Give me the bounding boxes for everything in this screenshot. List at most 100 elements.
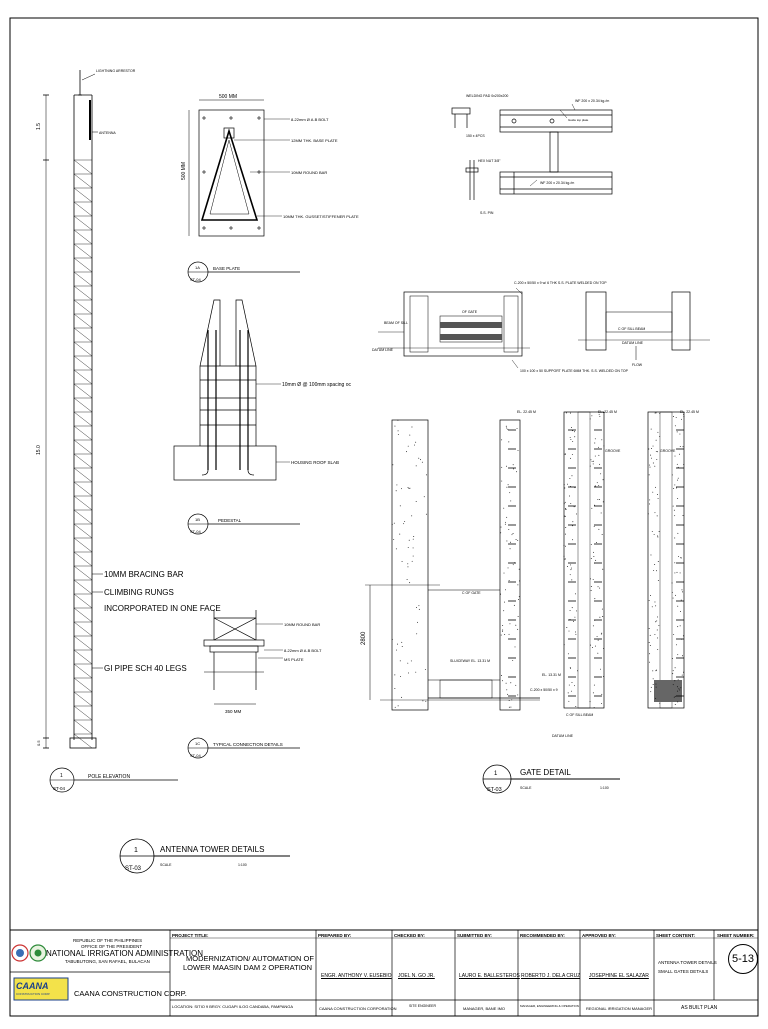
callout-lightning: LIGHTNING ARRESTOR: [96, 69, 136, 73]
callout-bp-1: 12MM THK. BASE PLATE: [291, 138, 338, 143]
prepared-label: PREPARED BY:: [318, 933, 352, 938]
svg-text:1A: 1A: [195, 265, 200, 270]
title-connection: TYPICAL CONNECTION DETAILS: [213, 742, 283, 747]
title-block-grid: [10, 930, 758, 1016]
svg-text:ST-03: ST-03: [487, 787, 502, 793]
project-location: LOCATION: SITIO 9 BRGY. CUGAPI ILOG CAND…: [172, 1004, 294, 1009]
tag-pedestal: 1B ST-04 PEDESTAL: [187, 513, 300, 535]
callout-gp-1: BEAM OF SILL: [384, 321, 408, 325]
svg-text:1:100: 1:100: [238, 863, 247, 867]
gate-section-middle: [563, 411, 605, 709]
svg-text:ST-04: ST-04: [53, 786, 66, 791]
project-title-label: PROJECT TITLE:: [172, 933, 209, 938]
dim-connection: 350 MM: [225, 709, 242, 714]
agency-line-2: OFFICE OF THE PRESIDENT: [81, 944, 143, 949]
callout-bp-0: 8-22mm Ø A.B BOLT: [291, 117, 329, 122]
prepared-role: CAANA CONSTRUCTION CORPORATION: [319, 1006, 397, 1011]
callout-gp2-0: C OF SILL BEAM: [618, 327, 645, 331]
callout-gs-5: C OF SILL BEAM: [566, 713, 593, 717]
callout-gm-0: WELDING PAD 0x200x200: [466, 94, 508, 98]
checked-label: CHECKED BY:: [394, 933, 425, 938]
callout-gp-2: DATUM LINE: [372, 348, 394, 352]
concrete-stipple: [391, 412, 685, 709]
agency-line-3: NATIONAL IRRIGATION ADMINISTRATION: [46, 949, 204, 958]
callout-gs-7: EL. 22.45 M: [598, 410, 617, 414]
gate-plan-1: [378, 287, 530, 369]
dim-base-plate-h: 500 MM: [219, 94, 237, 100]
project-title-2: LOWER MAASIN DAM 2 OPERATION: [183, 965, 313, 971]
checked-name: JOEL N. GO JR.: [398, 973, 435, 979]
title-antenna-tower-details: ANTENNA TOWER DETAILS: [160, 845, 264, 854]
svg-text:1B: 1B: [195, 517, 200, 522]
submitted-role: MANAGER, BANE IMO: [463, 1006, 506, 1011]
gate-misc-detail: [451, 103, 613, 200]
recommended-name: ROBERTO J. DELA CRUZ: [521, 973, 581, 979]
sheet-content-label: SHEET CONTENT:: [656, 933, 696, 938]
callout-gp2-2: FLOW: [632, 363, 643, 367]
callout-gm-6: S.S. PIN: [480, 211, 494, 215]
callout-gm-1: WF 200 x 20.34 kg./m: [575, 99, 609, 103]
svg-text:1:100: 1:100: [600, 786, 609, 790]
recommended-role: MANAGER, ENGINEERING & OPERATION: [520, 1004, 579, 1008]
callout-antenna: ANTENNA: [99, 131, 116, 135]
contractor-logo-sub: CONSTRUCTION CORP.: [16, 992, 51, 996]
callout-gs-3: EL. 13.31 M: [542, 673, 561, 677]
callout-ped-1: HOUSING ROOF SLAB: [291, 460, 339, 465]
submitted-name: LAURO E. BALLESTEROS: [459, 973, 520, 979]
callout-gp-3: OF GATE: [462, 310, 478, 314]
tag-pole-elevation: 1 ST-04 POLE ELEVATION: [49, 767, 178, 793]
svg-text:SCALE: SCALE: [160, 863, 172, 867]
callout-conn-1: 8-22mm Ø A.B BOLT: [284, 648, 322, 653]
sheet-border: [9, 17, 759, 1017]
agency-line-4: TABUBUTONG, SAN RAFAEL, BULACAN: [65, 959, 150, 964]
svg-text:ST-04: ST-04: [190, 753, 201, 758]
project-title-1: MODERNIZATION/ AUTOMATION OF: [186, 956, 314, 962]
callout-gs-1: C OF GATE: [462, 591, 481, 595]
title-pole-elevation: POLE ELEVATION: [88, 774, 130, 780]
sheet-content-1: ANTENNA TOWER DETAILS: [658, 960, 717, 965]
tag-gate-detail: 1 ST-03 GATE DETAIL SCALE 1:100: [482, 764, 620, 794]
callout-legs: GI PIPE SCH 40 LEGS: [104, 664, 187, 673]
agency-line-1: REPUBLIC OF THE PHILIPPINES: [73, 938, 143, 943]
callout-gp-4: 100 x 100 x 50 SUPPORT PLATE 6MM THK. S.…: [520, 369, 629, 373]
sheet-number-label: SHEET NUMBER:: [717, 933, 755, 938]
dim-base-plate-v: 500 MM: [181, 162, 187, 180]
callout-ped-0: 10mm Ø @ 100mm spacing oc: [282, 382, 351, 388]
submitted-label: SUBMITTED BY:: [457, 933, 492, 938]
svg-text:ST-04: ST-04: [190, 277, 201, 282]
svg-text:1C: 1C: [195, 741, 200, 746]
anchor-ticks: [508, 429, 684, 697]
pole-elevation: [43, 70, 103, 749]
callout-conn-0: 10MM ROUND BAR: [284, 622, 320, 627]
callout-gp2-1: DATUM LINE: [622, 341, 644, 345]
callout-conn-2: MS PLATE: [284, 657, 304, 662]
callout-rungs-2: INCORPORATED IN ONE FACE: [104, 604, 221, 613]
sheet-content-3: AS BUILT PLAN: [681, 1005, 718, 1011]
pedestal-detail: [173, 299, 290, 481]
svg-text:1: 1: [134, 847, 138, 854]
callout-gs-9: EL. 22.45 M: [680, 410, 699, 414]
title-pedestal: PEDESTAL: [218, 518, 242, 523]
gate-section-right: [647, 411, 685, 709]
svg-text:1: 1: [60, 773, 63, 779]
dim-bottom: 0.5: [36, 740, 41, 746]
seal-logos: [11, 944, 69, 1001]
callout-bracing: 10MM BRACING BAR: [104, 570, 184, 579]
callout-gs-6: DATUM LINE: [552, 734, 574, 738]
title-base-plate: BASE PLATE: [213, 266, 240, 271]
callout-bp-3: 10MM THK. GUSSET/STIFFENER PLATE: [283, 214, 359, 219]
sheet-content-2: SMALL GATES DETAILS: [658, 969, 709, 974]
svg-text:1: 1: [494, 771, 498, 777]
svg-text:SCALE: SCALE: [520, 786, 532, 790]
approved-name: JOSEPHINE EL SALAZAR: [589, 973, 649, 979]
dim-mid: 15.0: [36, 445, 42, 455]
callout-gp-0: C-200 x 50/50 x 9 w/ 6 THK S.S. PLATE WE…: [514, 281, 607, 285]
svg-text:ST-03: ST-03: [125, 866, 142, 872]
title-block-frame: [9, 929, 759, 1017]
sheet-number: 5-13: [728, 944, 758, 974]
tag-base-plate: 1A ST-04 BASE PLATE: [187, 261, 300, 283]
callout-gs-10: GROOVE: [660, 449, 676, 453]
callout-gs-4: C-200 x 50/50 x 9: [530, 688, 558, 692]
dim-top: 1.5: [36, 123, 42, 130]
